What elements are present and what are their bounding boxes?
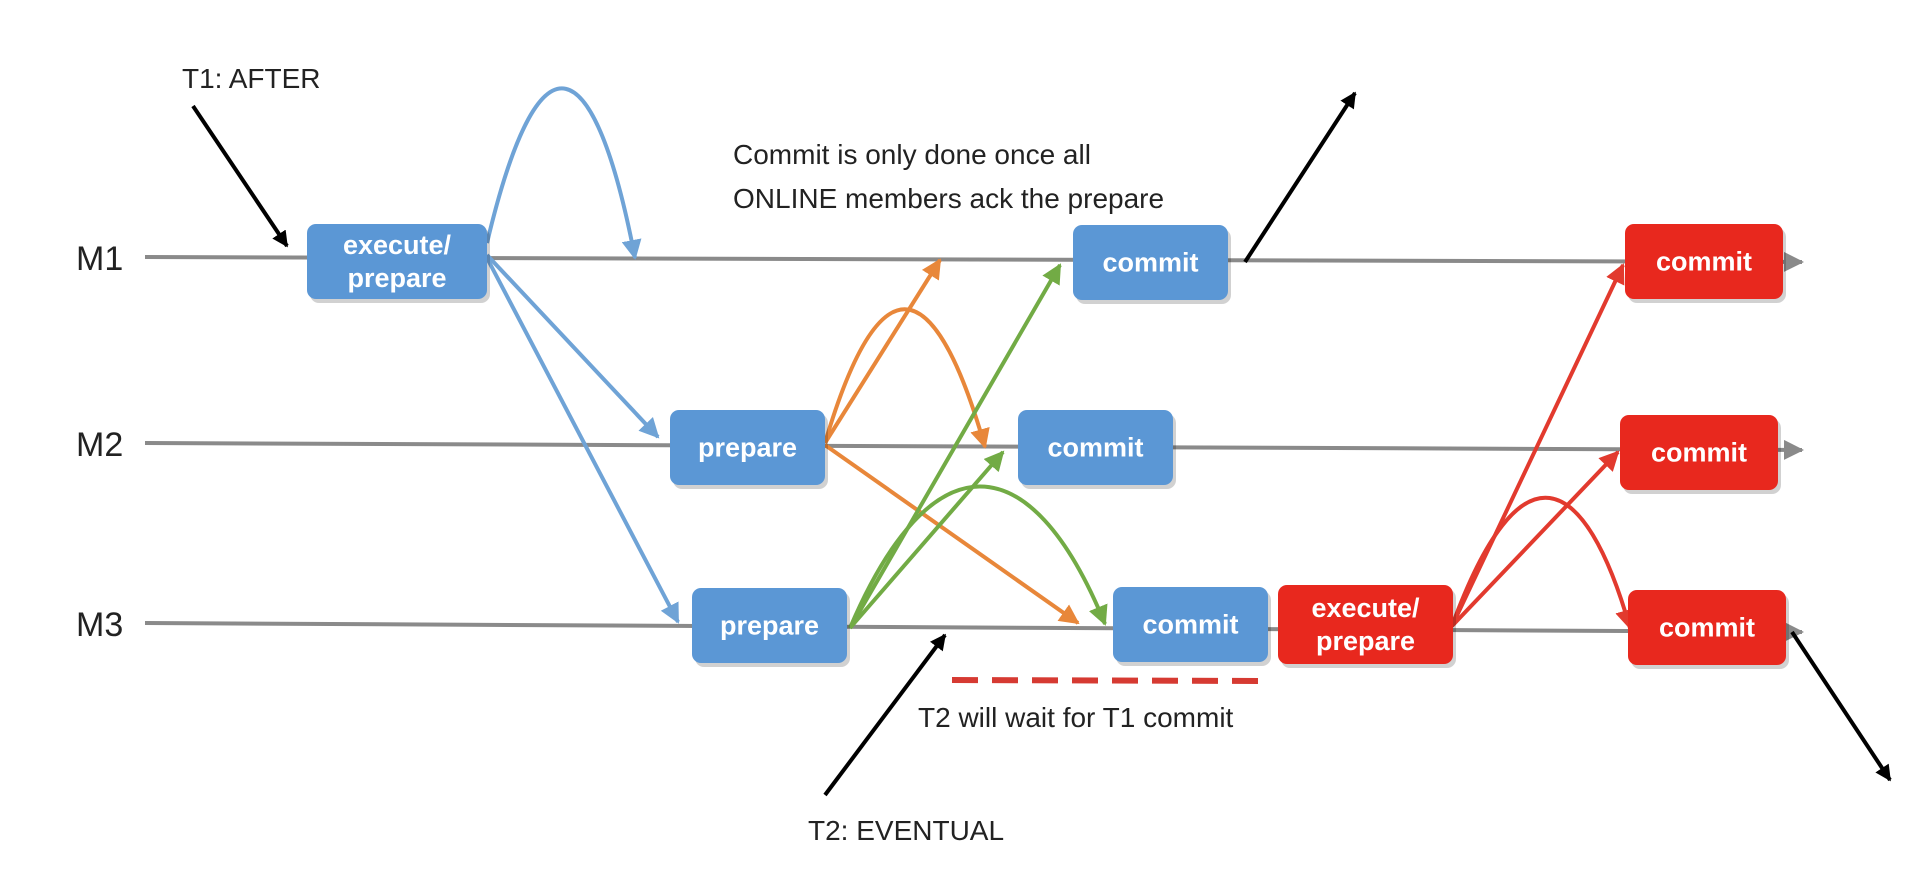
node-box <box>1628 590 1786 665</box>
lane-label: M2 <box>76 426 123 464</box>
node-m1-commit: commit <box>1073 225 1231 304</box>
node-box <box>1625 224 1783 299</box>
t1-prepare-arrows <box>485 86 680 624</box>
arrow <box>1450 263 1625 627</box>
node-box <box>1620 415 1778 490</box>
timeline <box>144 439 1804 460</box>
node-box <box>1278 585 1453 664</box>
t2-wait-dashed-line <box>951 677 1266 684</box>
wait-note: T2 will wait for T1 commit <box>918 702 1234 733</box>
node-m3-commit-t2: commit <box>1628 590 1789 669</box>
t1-exit-arrow <box>1243 91 1357 264</box>
node-label: commit <box>1142 610 1238 640</box>
arrow <box>848 450 1005 630</box>
node-label: prepare <box>720 611 819 641</box>
node-box <box>1073 225 1228 300</box>
node-m2-commit-t2: commit <box>1620 415 1781 494</box>
node-box <box>1113 587 1268 662</box>
arrow <box>823 443 1080 625</box>
m3-ack-arrows <box>848 263 1108 630</box>
node-m2-commit: commit <box>1018 410 1176 489</box>
lane-m3: M3 <box>76 606 1804 644</box>
timeline <box>144 621 1804 642</box>
node-m3-execute-prepare-t2: execute/prepare <box>1278 585 1456 668</box>
node-m1-commit-t2: commit <box>1625 224 1786 303</box>
arrow <box>1450 495 1635 630</box>
node-m2-prepare: prepare <box>670 410 828 489</box>
commit-note-line-2: ONLINE members ack the prepare <box>733 183 1164 214</box>
node-label: prepare <box>1316 626 1415 656</box>
arrow <box>823 258 942 445</box>
node-m3-commit: commit <box>1113 587 1271 666</box>
node-label: prepare <box>347 263 446 293</box>
arrow <box>485 253 660 439</box>
node-layer: execute/preparepreparepreparecommitcommi… <box>307 224 1789 669</box>
arrow <box>848 263 1062 630</box>
arrow <box>823 307 990 449</box>
arrow <box>1450 450 1620 628</box>
arrow <box>485 257 680 624</box>
node-label: execute/ <box>343 230 452 260</box>
t2-label: T2: EVENTUAL <box>808 815 1004 846</box>
lane-label: M3 <box>76 606 123 644</box>
node-label: commit <box>1659 613 1755 643</box>
t2-arrows <box>1450 263 1635 630</box>
node-label: prepare <box>698 433 797 463</box>
node-box <box>692 588 847 663</box>
arrow <box>848 484 1108 629</box>
t1-label: T1: AFTER <box>182 63 320 94</box>
node-box <box>1018 410 1173 485</box>
node-label: commit <box>1651 438 1747 468</box>
commit-note-line-1: Commit is only done once all <box>733 139 1091 170</box>
node-label: commit <box>1656 247 1752 277</box>
node-label: execute/ <box>1311 593 1420 623</box>
t2-exit-arrow <box>1790 630 1892 782</box>
arrow <box>485 86 642 260</box>
node-m1-execute-prepare: execute/prepare <box>307 224 490 303</box>
node-m3-prepare: prepare <box>692 588 850 667</box>
m2-ack-arrows <box>823 258 1080 625</box>
node-box <box>307 224 487 299</box>
t2-entry-arrow <box>823 633 947 797</box>
node-box <box>670 410 825 485</box>
node-label: commit <box>1102 248 1198 278</box>
t1-entry-arrow <box>191 104 289 248</box>
node-label: commit <box>1047 433 1143 463</box>
lane-label: M1 <box>76 240 123 278</box>
